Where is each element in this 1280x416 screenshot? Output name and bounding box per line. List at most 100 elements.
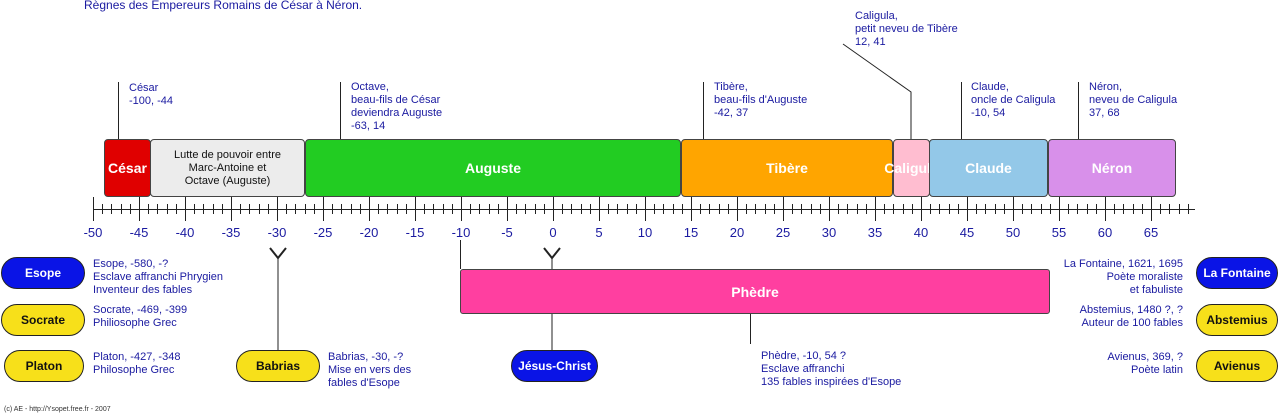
reign-bar-auguste: Auguste — [305, 139, 681, 197]
minor-tick — [884, 204, 885, 214]
minor-tick — [489, 204, 490, 214]
minor-tick — [305, 204, 306, 214]
octave-note: Octave, beau-fils de César deviendra Aug… — [351, 81, 443, 132]
reign-bar-tibere: Tibère — [681, 139, 893, 197]
tick-label: -40 — [175, 225, 195, 240]
tick-label: 35 — [867, 225, 883, 240]
minor-tick — [792, 204, 793, 214]
claude-note: Claude, oncle de Caligula -10, 54 — [971, 81, 1056, 119]
minor-tick — [268, 204, 269, 214]
tick-label: 60 — [1097, 225, 1113, 240]
minor-tick — [397, 204, 398, 214]
minor-tick — [1068, 204, 1069, 214]
tick-label: 65 — [1143, 225, 1159, 240]
author-name: La Fontaine — [1203, 266, 1271, 280]
minor-tick — [673, 204, 674, 214]
minor-tick — [663, 204, 664, 214]
tick-label: 40 — [913, 225, 929, 240]
major-tick — [829, 197, 830, 221]
minor-tick — [286, 204, 287, 214]
reign-bar-lutte: Lutte de pouvoir entre Marc-Antoine et O… — [150, 139, 305, 197]
major-tick — [921, 197, 922, 221]
minor-tick — [1160, 204, 1161, 214]
minor-tick — [1050, 204, 1051, 214]
tibere-note: Tibère, beau-fils d'Auguste -42, 37 — [714, 81, 808, 119]
abstemius-note: Abstemius, 1480 ?, ? Auteur de 100 fable… — [1079, 304, 1183, 329]
tick-label: -15 — [405, 225, 425, 240]
minor-tick — [838, 204, 839, 214]
minor-tick — [893, 204, 894, 214]
minor-tick — [111, 204, 112, 214]
author-pill-avienus: Avienus — [1196, 350, 1278, 382]
author-pill-socrate: Socrate — [1, 304, 85, 336]
author-name: Socrate — [20, 313, 66, 327]
minor-tick — [636, 204, 637, 214]
tick-label: -35 — [221, 225, 241, 240]
minor-tick — [1031, 204, 1032, 214]
minor-tick — [1179, 204, 1180, 214]
tick-label: 55 — [1051, 225, 1067, 240]
minor-tick — [433, 204, 434, 214]
minor-tick — [728, 204, 729, 214]
cesar-note: César -100, -44 — [129, 82, 174, 107]
author-name: Esope — [24, 266, 61, 280]
minor-tick — [479, 204, 480, 214]
reign-label: Auguste — [465, 160, 521, 176]
minor-tick — [765, 204, 766, 214]
minor-tick — [1022, 204, 1023, 214]
minor-tick — [912, 204, 913, 214]
minor-tick — [608, 204, 609, 214]
minor-tick — [627, 204, 628, 214]
minor-tick — [581, 204, 582, 214]
tick-label: 25 — [775, 225, 791, 240]
minor-tick — [1114, 204, 1115, 214]
author-name: Platon — [25, 359, 63, 373]
major-tick — [1151, 197, 1152, 221]
minor-tick — [194, 204, 195, 214]
phedre-bar: Phèdre — [460, 269, 1050, 314]
minor-tick — [176, 204, 177, 214]
minor-tick — [930, 204, 931, 214]
major-tick — [507, 197, 508, 221]
major-tick — [553, 197, 554, 221]
minor-tick — [351, 204, 352, 214]
major-tick — [231, 197, 232, 221]
minor-tick — [976, 204, 977, 214]
major-tick — [415, 197, 416, 221]
tick-label: -50 — [83, 225, 103, 240]
tick-label: 0 — [549, 225, 557, 240]
caligula-note: Caligula, petit neveu de Tibère 12, 41 — [855, 10, 958, 48]
major-tick — [1105, 197, 1106, 221]
jesus-fork — [543, 247, 561, 260]
socrate-note: Socrate, -469, -399 Philiosophe Grec — [93, 304, 188, 329]
minor-tick — [709, 204, 710, 214]
minor-tick — [562, 204, 563, 214]
minor-tick — [746, 204, 747, 214]
minor-tick — [985, 204, 986, 214]
major-tick — [93, 197, 94, 221]
minor-tick — [903, 204, 904, 214]
major-tick — [461, 197, 462, 221]
reign-label: Claude — [965, 160, 1012, 176]
minor-tick — [1077, 204, 1078, 214]
major-tick — [967, 197, 968, 221]
minor-tick — [148, 204, 149, 214]
jesus-label: Jésus-Christ — [518, 359, 591, 373]
tick-label: -30 — [267, 225, 287, 240]
tick-label: -5 — [501, 225, 513, 240]
minor-tick — [1142, 204, 1143, 214]
minor-tick — [102, 204, 103, 214]
minor-tick — [167, 204, 168, 214]
minor-tick — [801, 204, 802, 214]
minor-tick — [1041, 204, 1042, 214]
reign-bar-claude: Claude — [929, 139, 1048, 197]
major-tick — [185, 197, 186, 221]
minor-tick — [1133, 204, 1134, 214]
tick-label: 5 — [595, 225, 603, 240]
minor-tick — [1123, 204, 1124, 214]
minor-tick — [535, 204, 536, 214]
tick-label: 45 — [959, 225, 975, 240]
minor-tick — [571, 204, 572, 214]
major-tick — [139, 197, 140, 221]
major-tick — [1013, 197, 1014, 221]
